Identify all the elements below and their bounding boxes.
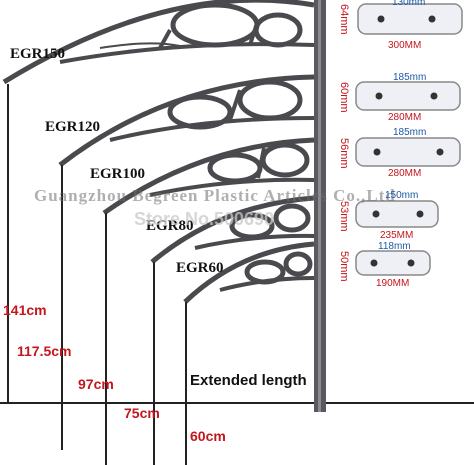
bracket-plate-4 xyxy=(355,200,439,228)
bracket-height-1: 64mm xyxy=(338,4,350,35)
bracket-hole-spacing-4: 150mm xyxy=(385,190,419,201)
bracket-width-1: 300MM xyxy=(388,40,422,51)
bracket-plate-5 xyxy=(355,250,431,276)
watermark-store: Store No.500690 xyxy=(134,209,275,229)
bracket-width-2: 280MM xyxy=(388,112,422,123)
bracket-height-3: 56mm xyxy=(338,138,350,169)
bracket-height-5: 50mm xyxy=(338,251,350,282)
bracket-width-3: 280MM xyxy=(388,168,422,179)
bracket-hole-spacing-2: 185mm xyxy=(393,72,427,83)
bracket-height-4: 53mm xyxy=(338,201,350,232)
bracket-plate-2 xyxy=(355,81,461,111)
model-label-egr120: EGR120 xyxy=(45,119,101,135)
bracket-width-4: 235MM xyxy=(380,230,414,241)
bracket-hole-spacing-3: 185mm xyxy=(393,127,427,138)
length-label-egr150: 141cm xyxy=(3,302,47,318)
length-label-egr100: 97cm xyxy=(78,376,114,392)
model-label-egr80: EGR80 xyxy=(146,218,194,234)
egr80-arm xyxy=(150,195,315,264)
bracket-plate-1 xyxy=(357,3,463,35)
bracket-plate-3 xyxy=(355,137,461,167)
bracket-hole-spacing-5: 118mm xyxy=(378,241,411,252)
egr60-arm xyxy=(183,241,315,304)
egr150-arm xyxy=(2,0,315,85)
model-label-egr60: EGR60 xyxy=(176,260,224,276)
watermark-company: Guangzhou Begreen Plastic Articles Co.,L… xyxy=(34,186,396,205)
model-label-egr100: EGR100 xyxy=(90,166,146,182)
length-reference-lines xyxy=(7,84,187,465)
bracket-height-2: 60mm xyxy=(338,82,350,113)
bracket-hole-spacing-1: 130mm xyxy=(392,0,426,8)
egr120-arm xyxy=(58,74,315,167)
length-label-egr80: 75cm xyxy=(124,405,160,421)
length-label-egr120: 117.5cm xyxy=(17,343,72,359)
length-label-egr60: 60cm xyxy=(190,428,226,444)
egr100-arm xyxy=(102,137,315,216)
wall-post-highlight xyxy=(318,0,321,412)
bracket-width-5: 190MM xyxy=(376,278,410,289)
extended-length-label: Extended length xyxy=(190,372,307,389)
bracket-plates xyxy=(355,3,463,276)
model-label-egr150: EGR150 xyxy=(10,46,66,62)
